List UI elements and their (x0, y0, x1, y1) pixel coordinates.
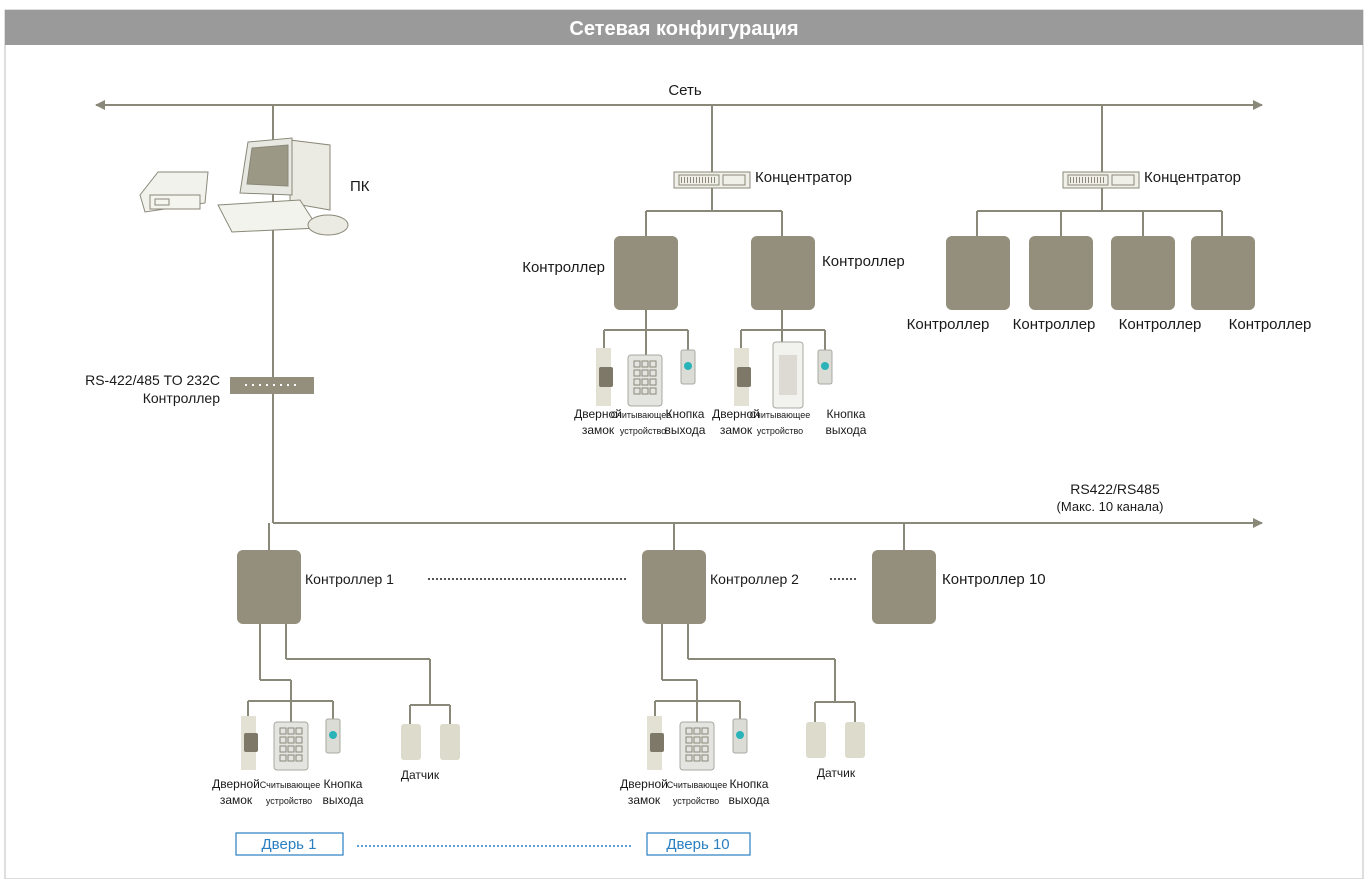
sensor-icon (440, 724, 460, 760)
converter-label-line2: Контроллер (143, 390, 220, 406)
sensor-icon (845, 722, 865, 758)
bus-label-line2: (Макс. 10 канала) (1057, 499, 1164, 514)
lower-controller-1-label: Контроллер 1 (305, 571, 394, 587)
rs-converter-icon (230, 377, 314, 394)
reader-label-d1: Считывающее (667, 780, 727, 790)
upper-controller-a (614, 236, 678, 310)
upper-controller-d-label: Контроллер (1013, 316, 1096, 333)
keypad-reader-icon (273, 721, 309, 771)
lock-label-c2: замок (220, 793, 253, 807)
sensor-icon (806, 722, 826, 758)
exit-label-b2: выхода (826, 423, 867, 437)
exit-button-icon (817, 349, 833, 385)
reader-label-a2: устройство (620, 426, 666, 436)
door-1-box (235, 832, 344, 856)
upper-controller-b-label: Контроллер (822, 253, 905, 270)
header-bar (5, 10, 1363, 45)
upper-controller-c-label: Контроллер (907, 316, 990, 333)
lock-label-d1: Дверной (620, 777, 668, 791)
reader-label-c2: устройство (266, 796, 312, 806)
reader-label-d2: устройство (673, 796, 719, 806)
door-lock-icon (596, 348, 613, 406)
sensor-label-1: Датчик (401, 768, 440, 782)
keypad-reader-icon (627, 354, 663, 407)
upper-controller-f-label: Контроллер (1229, 316, 1312, 333)
upper-controller-e (1111, 236, 1175, 310)
reader-label-c1: Считывающее (260, 780, 320, 790)
lock-label-a1: Дверной (574, 407, 622, 421)
header-title: Сетевая конфигурация (569, 18, 798, 40)
door-lock-icon (647, 716, 664, 770)
door-10-box (646, 832, 751, 856)
upper-controller-a-label: Контроллер (522, 259, 605, 276)
hub1-icon (673, 171, 751, 189)
lock-label-c1: Дверной (212, 777, 260, 791)
upper-controller-b (751, 236, 815, 310)
lower-controller-2 (642, 550, 706, 624)
network-label: Сеть (668, 82, 702, 99)
door-10-label: Дверь 10 (666, 836, 729, 853)
bus-label-line1: RS422/RS485 (1070, 481, 1160, 497)
pc-label: ПК (350, 178, 370, 195)
exit-label-d1: Кнопка (730, 777, 769, 791)
exit-label-c2: выхода (323, 793, 364, 807)
pc-icon (139, 137, 349, 236)
lock-label-b1: Дверной (712, 407, 760, 421)
card-reader-icon (772, 341, 804, 409)
keypad-reader-icon (679, 721, 715, 771)
hub2-label: Концентратор (1144, 169, 1241, 186)
exit-button-icon (732, 718, 748, 754)
reader-label-a1: Считывающее (611, 410, 671, 420)
sensor-icon (401, 724, 421, 760)
exit-label-c1: Кнопка (324, 777, 363, 791)
upper-controller-d (1029, 236, 1093, 310)
exit-label-d2: выхода (729, 793, 770, 807)
upper-controller-e-label: Контроллер (1119, 316, 1202, 333)
door-lock-icon (734, 348, 751, 406)
hub1-label: Концентратор (755, 169, 852, 186)
lock-label-a2: замок (582, 423, 615, 437)
exit-label-a2: выхода (665, 423, 706, 437)
hub2-icon (1062, 171, 1140, 189)
exit-label-b1: Кнопка (827, 407, 866, 421)
door-1-label: Дверь 1 (262, 836, 317, 853)
exit-button-icon (680, 349, 696, 385)
upper-controller-f (1191, 236, 1255, 310)
lower-controller-1 (237, 550, 301, 624)
reader-label-b2: устройство (757, 426, 803, 436)
lower-controller-10-label: Контроллер 10 (942, 571, 1046, 588)
lower-controller-2-label: Контроллер 2 (710, 571, 799, 587)
door-lock-icon (241, 716, 258, 770)
lock-label-b2: замок (720, 423, 753, 437)
reader-label-b1: Считывающее (750, 410, 810, 420)
lock-label-d2: замок (628, 793, 661, 807)
lower-controller-10 (872, 550, 936, 624)
converter-label-line1: RS-422/485 TO 232C (85, 372, 220, 388)
exit-button-icon (325, 718, 341, 754)
exit-label-a1: Кнопка (666, 407, 705, 421)
sensor-label-2: Датчик (817, 766, 856, 780)
upper-controller-c (946, 236, 1010, 310)
